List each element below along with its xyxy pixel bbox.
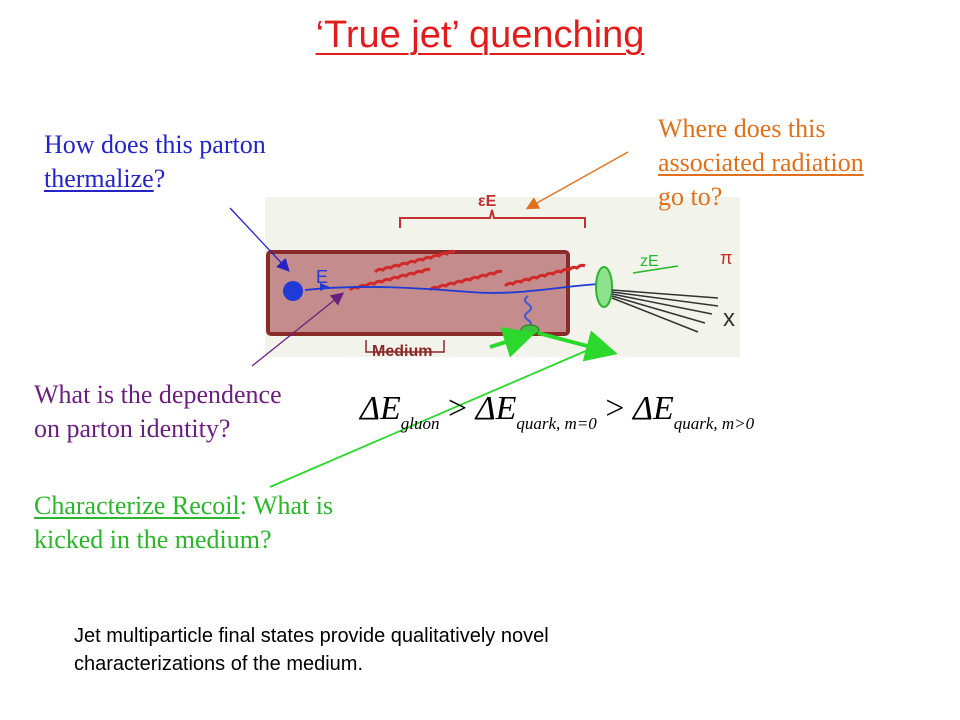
question-parton-identity: What is the dependence on parton identit… — [34, 378, 282, 446]
jet-arrow — [632, 265, 679, 274]
question-radiation-line1: Where does this — [658, 114, 826, 143]
x-label: x — [723, 305, 735, 332]
question-thermalize: How does this parton thermalize? — [44, 128, 266, 196]
identity-arrow — [251, 292, 345, 367]
recoil-kick-arrows — [489, 326, 618, 362]
delta-e-quark-mgt0: ΔE — [633, 390, 674, 427]
question-identity-line2: on parton identity? — [34, 414, 231, 443]
characterize-recoil-link[interactable]: Characterize Recoil — [34, 491, 240, 520]
gluon-subscript: gluon — [400, 414, 440, 433]
thermalize-arrow — [229, 207, 290, 272]
question-thermalize-tail: ? — [153, 164, 166, 193]
parton-path — [304, 283, 601, 294]
footer-line1: Jet multiparticle final states provide q… — [74, 625, 549, 647]
recoil-gluon — [524, 295, 532, 329]
parton-arrowhead — [320, 283, 330, 291]
quark-m0-subscript: quark, m=0 — [516, 414, 597, 433]
pion-label: π — [720, 248, 732, 268]
question-recoil-rest: : What is — [239, 491, 334, 520]
question-radiation-line3: go to? — [658, 182, 723, 211]
delta-e-gluon: ΔE — [360, 390, 401, 427]
question-identity-line1: What is the dependence — [34, 380, 282, 409]
question-radiation: Where does this associated radiation go … — [658, 112, 864, 214]
delta-e-quark-m0: ΔE — [475, 390, 517, 427]
radiation-gluons — [348, 249, 586, 292]
parton-dot — [283, 281, 303, 301]
question-recoil-line2: kicked in the medium? — [34, 525, 272, 554]
medium-box — [266, 250, 570, 336]
question-thermalize-line1: How does this parton — [44, 130, 266, 159]
jet-label: zE — [640, 253, 659, 270]
footer-line2: characterizations of the medium. — [74, 653, 364, 675]
associated-radiation-link[interactable]: associated radiation — [658, 148, 864, 177]
greater-than-1: > — [447, 390, 468, 427]
energy-label: E — [316, 267, 328, 287]
radiation-bracket — [399, 209, 586, 228]
recoil-particle — [520, 324, 540, 336]
quark-mgt0-subscript: quark, m>0 — [673, 414, 755, 433]
thermalize-link[interactable]: thermalize — [44, 164, 154, 193]
jet-fragments — [611, 289, 719, 333]
page-title: ‘True jet’ quenching — [315, 14, 645, 56]
radiation-arrow — [525, 151, 629, 210]
medium-bracket — [365, 340, 445, 353]
question-recoil: Characterize Recoil: What is kicked in t… — [34, 489, 333, 557]
footer-text: Jet multiparticle final states provide q… — [74, 622, 549, 678]
greater-than-2: > — [605, 390, 625, 427]
energy-loss-inequality: ΔEgluon > ΔEquark, m=0 > ΔEquark, m>0 — [360, 390, 754, 434]
hadronization-ellipse — [595, 266, 613, 308]
radiated-label: εE — [478, 193, 497, 210]
medium-label: Medium — [372, 343, 432, 360]
recoil-arrow — [269, 349, 589, 488]
